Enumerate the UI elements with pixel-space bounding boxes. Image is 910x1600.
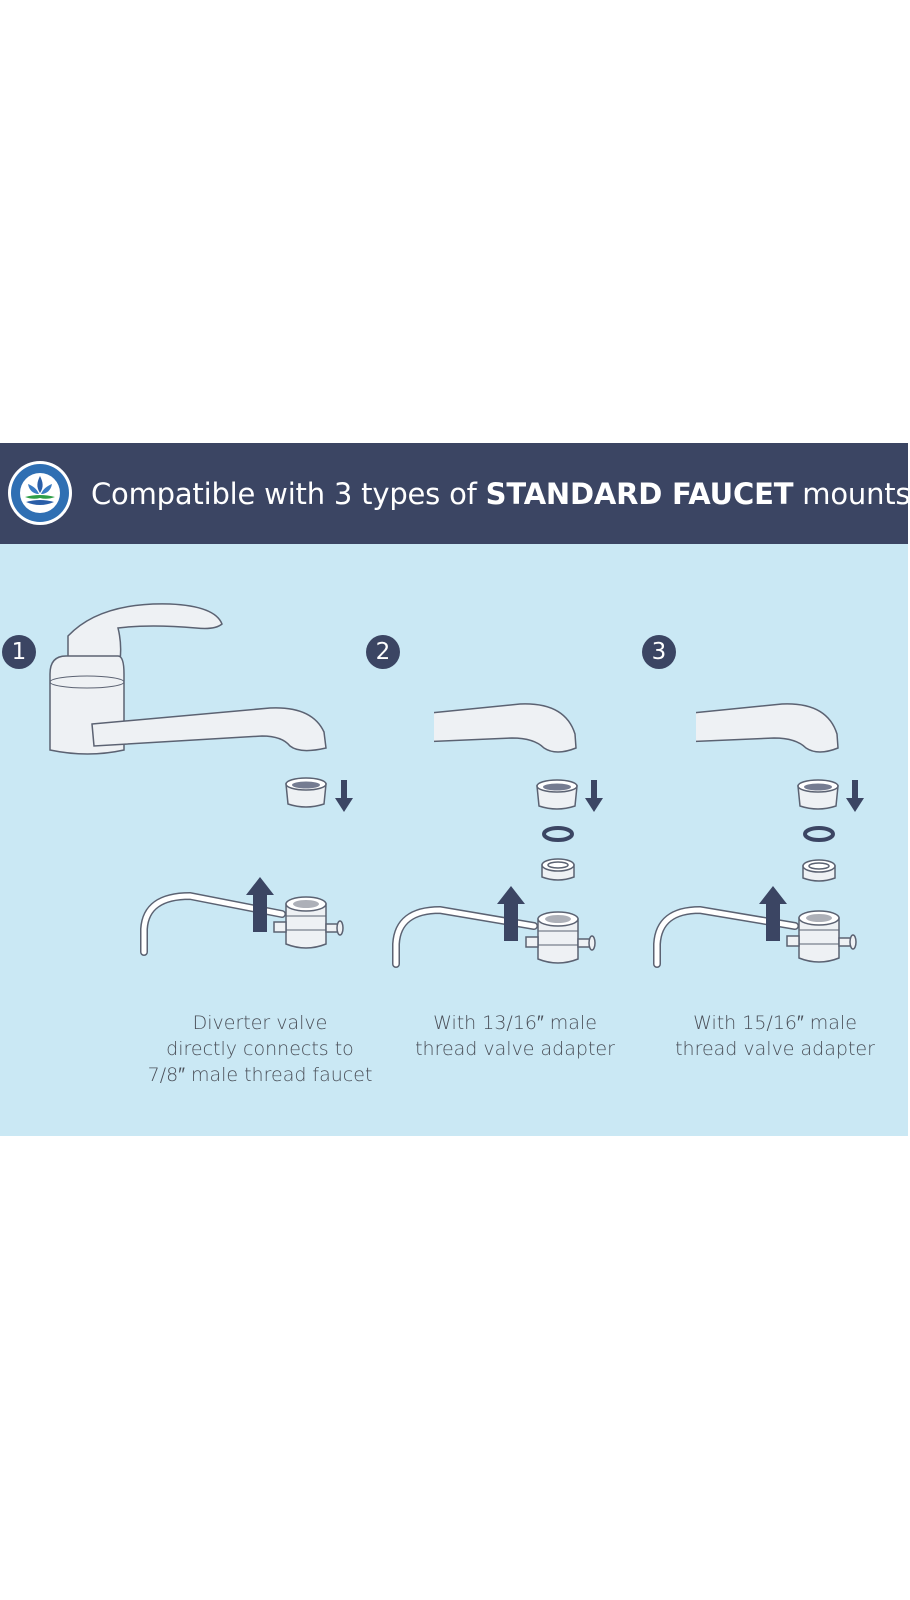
step-3-caption: With 15/16″ male thread valve adapter bbox=[675, 1012, 875, 1060]
diverter-hose-1 bbox=[140, 891, 286, 956]
step-1-badge: 1 bbox=[2, 635, 36, 669]
banner-title-bold: STANDARD FAUCET bbox=[485, 476, 794, 511]
faucet-full-icon bbox=[49, 603, 327, 755]
illustration-panel: 1 2 3 Diverter valve directly connects t… bbox=[0, 544, 908, 1136]
header-banner: Compatible with 3 types of STANDARD FAUC… bbox=[0, 443, 910, 544]
step-2-badge: 2 bbox=[366, 635, 400, 669]
banner-title-prefix: Compatible with 3 types of bbox=[91, 476, 486, 511]
step-2-caption: With 13/16″ male thread valve adapter bbox=[415, 1012, 615, 1060]
faucet-spout-2-icon bbox=[410, 703, 577, 753]
faucet-spout-3-icon bbox=[672, 703, 839, 753]
installation-illustration bbox=[49, 603, 864, 968]
step-3-badge: 3 bbox=[642, 635, 676, 669]
banner-title: Compatible with 3 types of STANDARD FAUC… bbox=[91, 443, 910, 544]
apec-water-logo-icon bbox=[8, 461, 72, 525]
step-1-caption: Diverter valve directly connects to 7/8″… bbox=[147, 1012, 373, 1086]
diverter-hose-2 bbox=[392, 905, 538, 968]
diverter-hose-3 bbox=[653, 905, 799, 968]
banner-title-suffix: mounts bbox=[793, 476, 910, 511]
